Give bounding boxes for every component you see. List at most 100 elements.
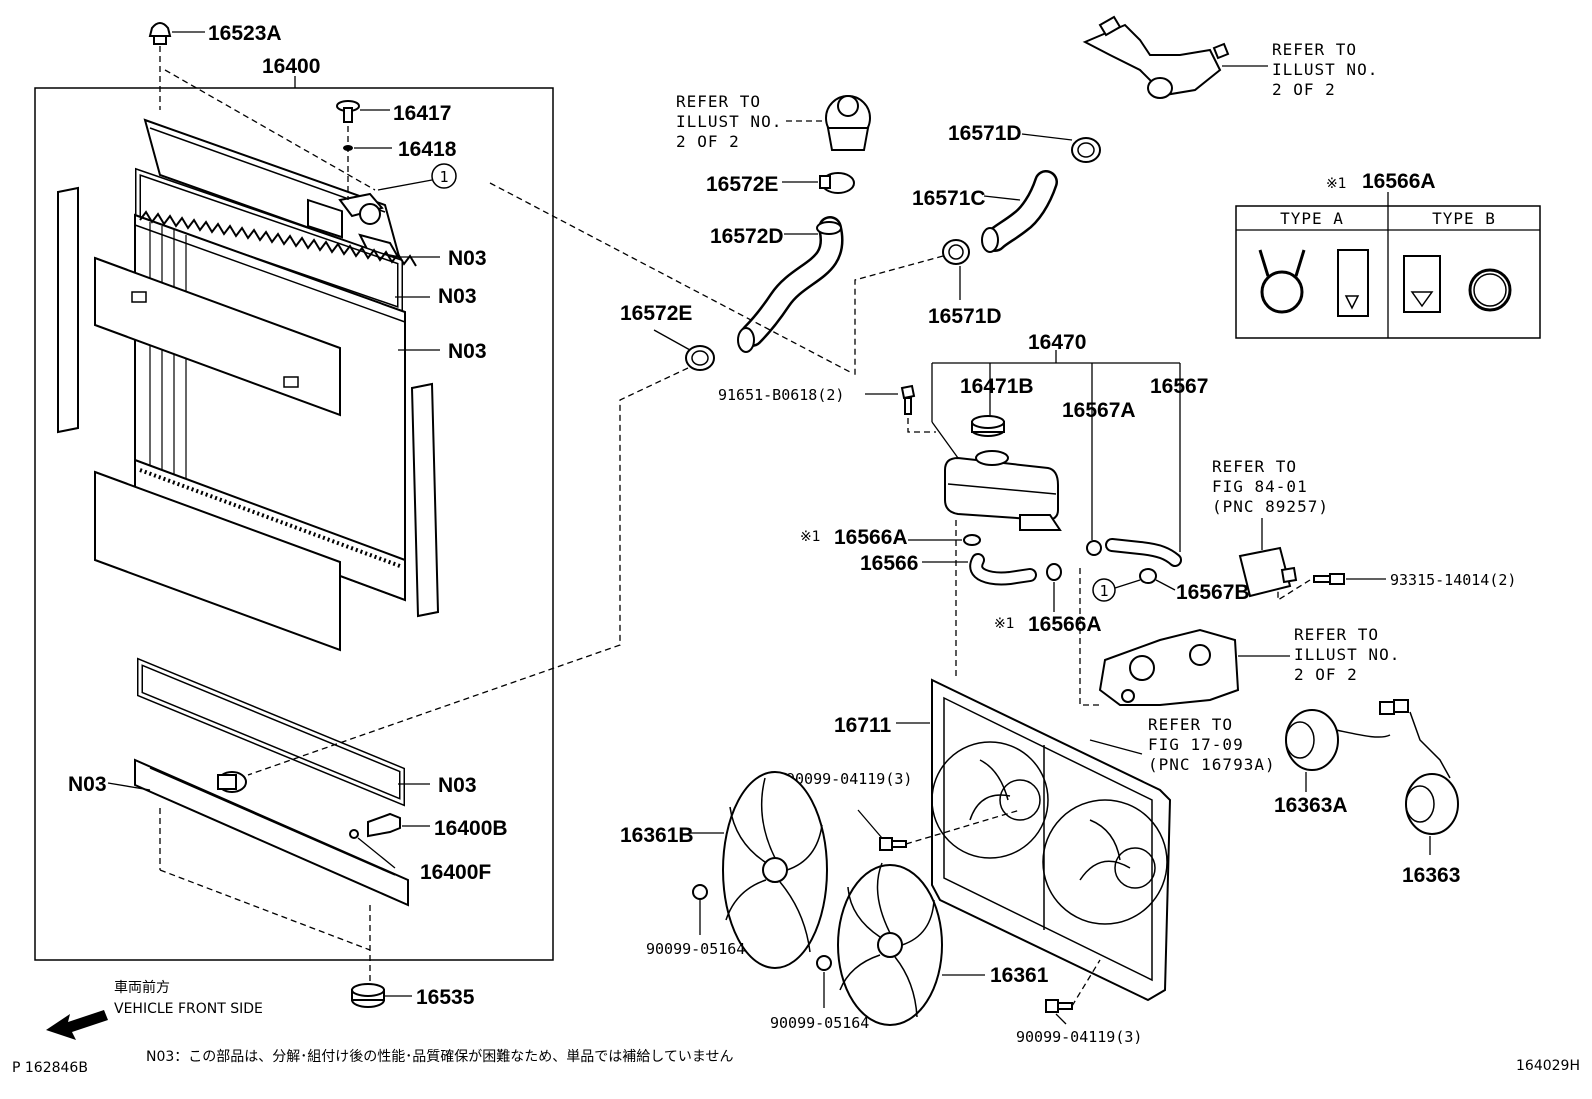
part-label-16711: 16711 bbox=[834, 714, 892, 737]
hose-clamp-icon bbox=[1071, 137, 1101, 163]
part-label-16572E-left: 16572E bbox=[620, 302, 692, 325]
ref-fig84-line3: (PNC 89257) bbox=[1212, 497, 1329, 516]
circle-marker-1-label: 1 bbox=[439, 168, 448, 186]
bolt-icon bbox=[900, 384, 916, 415]
part-label-16571C: 16571C bbox=[912, 187, 986, 210]
part-label-n03-upper-tank: N03 bbox=[448, 247, 487, 270]
hose-group: REFER TO ILLUST NO. 2 OF 2 16572E 16572D… bbox=[247, 15, 1378, 776]
part-label-16571D-bottom: 16571D bbox=[928, 305, 1002, 328]
water-outlet-pipe-icon bbox=[1082, 15, 1230, 99]
clip-type-table: ※1 16566A TYPE A TYPE B bbox=[1235, 170, 1541, 339]
hose-clamp-icon bbox=[819, 172, 855, 194]
part-label-16567B: 16567B bbox=[1176, 581, 1250, 604]
nut-icon bbox=[816, 955, 832, 971]
part-label-16400F: 16400F bbox=[420, 861, 491, 884]
clip-mark-low: ※1 bbox=[994, 616, 1015, 632]
o-ring-icon bbox=[349, 829, 359, 839]
ref-fig84-line1: REFER TO bbox=[1212, 457, 1297, 476]
ref-fig17-line3: (PNC 16793A) bbox=[1148, 755, 1276, 774]
bolt-icon bbox=[1045, 999, 1073, 1013]
clip-type-a-label: TYPE A bbox=[1280, 209, 1344, 228]
nut-icon bbox=[692, 884, 708, 900]
part-label-16361B: 16361B bbox=[620, 824, 694, 847]
part-label-16572E-top: 16572E bbox=[706, 173, 778, 196]
arrow-left-icon bbox=[46, 1010, 108, 1040]
clip-table-mark: ※1 bbox=[1326, 176, 1347, 192]
upper-seal-icon bbox=[94, 256, 341, 417]
reservoir-group: 16470 16471B 16567A 16567 91651-B0618(2) bbox=[718, 331, 1250, 706]
part-label-16400B: 16400B bbox=[434, 817, 508, 840]
fan-relay-icon bbox=[1238, 546, 1298, 598]
ref-thermostat-line3: 2 OF 2 bbox=[676, 132, 740, 151]
illustration-code-left: P 162846B bbox=[12, 1060, 88, 1076]
fan-shroud-icon bbox=[931, 678, 1172, 1002]
part-label-90099-05164-a: 90099-05164 bbox=[646, 940, 745, 958]
part-label-n03-core: N03 bbox=[448, 340, 487, 363]
drain-cock-icon bbox=[349, 812, 401, 839]
radiator-group-frame bbox=[34, 87, 554, 961]
vehicle-front-en: VEHICLE FRONT SIDE bbox=[114, 1001, 263, 1017]
clip-type-a-icon bbox=[1258, 249, 1369, 317]
part-label-16566A-low: 16566A bbox=[1028, 613, 1102, 636]
cooling-fan-icon bbox=[722, 771, 828, 969]
clip-icon bbox=[1046, 563, 1062, 581]
water-outlet-housing-icon bbox=[1098, 628, 1240, 706]
ref-fig17-line1: REFER TO bbox=[1148, 715, 1233, 734]
hose-clamp-icon bbox=[942, 239, 970, 265]
ref-housing-line3: 2 OF 2 bbox=[1294, 665, 1358, 684]
part-label-90099-04119-a: 90099-04119(3) bbox=[786, 770, 912, 788]
cooling-fan-icon bbox=[837, 862, 943, 1026]
fan-motor-icon bbox=[1285, 699, 1409, 771]
ref-housing-line1: REFER TO bbox=[1294, 625, 1379, 644]
part-label-16471B: 16471B bbox=[960, 375, 1034, 398]
side-seal-right-icon bbox=[410, 382, 440, 618]
part-label-16418: 16418 bbox=[398, 138, 457, 161]
ref-pipe-line1: REFER TO bbox=[1272, 40, 1357, 59]
part-label-16566A-mid: 16566A bbox=[834, 526, 908, 549]
bolt-icon bbox=[879, 837, 907, 851]
part-label-16417: 16417 bbox=[393, 102, 451, 125]
clip-icon bbox=[1086, 540, 1157, 584]
part-label-16566A-title: 16566A bbox=[1362, 170, 1436, 193]
part-label-91651-B0618: 91651-B0618(2) bbox=[718, 386, 844, 404]
ref-pipe-line3: 2 OF 2 bbox=[1272, 80, 1336, 99]
part-label-90099-04119-b: 90099-04119(3) bbox=[1016, 1028, 1142, 1046]
circle-marker-1 bbox=[431, 163, 457, 189]
part-label-16363A: 16363A bbox=[1274, 794, 1348, 817]
clip-icon bbox=[963, 534, 981, 546]
part-label-16523A: 16523A bbox=[208, 22, 282, 45]
ref-fig17-line2: FIG 17-09 bbox=[1148, 735, 1244, 754]
part-label-16572D: 16572D bbox=[710, 225, 784, 248]
fan-motor-icon bbox=[1405, 711, 1459, 835]
n03-footnote: N03：この部品は、分解･組付け後の性能･品質確保が困難なため、単品では補給して… bbox=[146, 1049, 733, 1065]
circle-marker-1b bbox=[1092, 578, 1116, 602]
side-seal-left-icon bbox=[57, 186, 79, 434]
clip-mark-mid: ※1 bbox=[800, 529, 821, 545]
part-label-16363: 16363 bbox=[1402, 864, 1460, 887]
ref-thermostat-line1: REFER TO bbox=[676, 92, 761, 111]
circle-marker-1b-label: 1 bbox=[1099, 582, 1108, 600]
part-label-16361: 16361 bbox=[990, 964, 1049, 987]
thermostat-icon bbox=[825, 95, 871, 151]
ref-thermostat-line2: ILLUST NO. bbox=[676, 112, 782, 131]
reservoir-cap-icon bbox=[971, 415, 1005, 437]
upper-tank-icon bbox=[143, 118, 402, 262]
part-label-93315-14014: 93315-14014(2) bbox=[1390, 571, 1516, 589]
part-label-90099-05164-b: 90099-05164 bbox=[770, 1014, 869, 1032]
part-label-16400: 16400 bbox=[262, 55, 320, 78]
radiator-cap-icon bbox=[336, 100, 360, 123]
ref-pipe-line2: ILLUST NO. bbox=[1272, 60, 1378, 79]
part-label-16535: 16535 bbox=[416, 986, 475, 1009]
vehicle-front-jp: 車両前方 bbox=[114, 979, 170, 996]
radiator-assembly: 1 16523A 16400 16417 16418 N03 N03 N03 N… bbox=[34, 22, 554, 1009]
vehicle-front-indicator: 車両前方 VEHICLE FRONT SIDE bbox=[46, 979, 263, 1040]
ref-fig84-line2: FIG 84-01 bbox=[1212, 477, 1308, 496]
clip-type-b-icon bbox=[1403, 255, 1512, 313]
reservoir-tank-icon bbox=[944, 450, 1062, 531]
hose-clamp-icon bbox=[685, 345, 715, 371]
part-label-n03-lower-tank: N03 bbox=[68, 773, 107, 796]
drain-cap-icon bbox=[148, 22, 172, 45]
illustration-code-right: 164029H bbox=[1516, 1058, 1580, 1074]
part-label-16571D-top: 16571D bbox=[948, 122, 1022, 145]
